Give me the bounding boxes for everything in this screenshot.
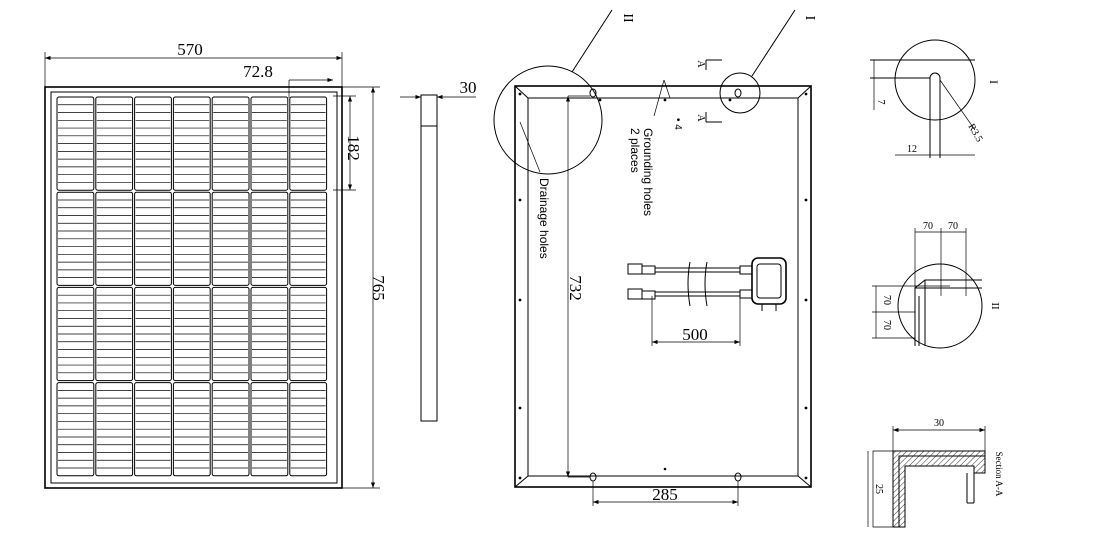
detail-II-circle (897, 263, 983, 349)
label-A-bottom: A (695, 114, 706, 122)
cell (289, 382, 328, 477)
dim-570: 570 (177, 40, 203, 59)
dim-285: 285 (652, 485, 678, 504)
dim-70-a: 70 (923, 221, 933, 232)
detail-II: 70 70 70 70 II (872, 221, 1001, 349)
frame-hole (663, 98, 667, 102)
dim-12: 12 (907, 144, 917, 155)
grounding-symbol: • 4 (672, 118, 683, 130)
rear-view: II I A A Grounding holes 2 places • 4 Dr… (493, 9, 817, 506)
frame-hole (804, 298, 808, 302)
cell (172, 382, 211, 477)
dim-7: 7 (875, 100, 886, 105)
dim-732: 732 (566, 275, 585, 301)
detail-I-callout (719, 72, 761, 114)
frame-hole (598, 98, 602, 102)
dim-70-c: 70 (881, 295, 892, 305)
cell (95, 382, 134, 477)
detail-II-callout (493, 65, 603, 175)
cell-grid (56, 96, 328, 477)
cell (250, 96, 289, 191)
cell (95, 191, 134, 286)
rear-frame-outer (514, 85, 812, 488)
front-view: 570 72.8 182 765 (44, 40, 388, 489)
dim-182: 182 (344, 135, 363, 161)
frame-hole (518, 198, 522, 202)
cell (56, 96, 95, 191)
dim-30-section: 30 (934, 418, 944, 429)
dim-25-section: 25 (873, 484, 884, 494)
cell (211, 382, 250, 477)
cell (250, 382, 289, 477)
frame-hole (518, 92, 522, 96)
dim-765: 765 (369, 275, 388, 301)
cell (250, 286, 289, 382)
cell (95, 286, 134, 382)
connector-top (627, 263, 656, 275)
section-label: Section A-A (994, 452, 1004, 497)
cell (211, 286, 250, 382)
label-II-top: II (620, 13, 635, 23)
cell (211, 96, 250, 191)
cell (172, 191, 211, 286)
cell (134, 382, 172, 477)
cell (134, 96, 172, 191)
drainage-holes-note: Drainage holes (537, 178, 551, 259)
cell (289, 191, 328, 286)
radius-R3-5: R3.5 (965, 122, 984, 144)
frame-hole (518, 406, 522, 410)
cell (95, 96, 134, 191)
dim-500: 500 (682, 325, 708, 344)
frame-hole (804, 406, 808, 410)
frame-hole (804, 476, 808, 480)
cell (211, 191, 250, 286)
grounding-places-note: 2 places (628, 128, 642, 173)
cell (289, 286, 328, 382)
frame-hole (518, 476, 522, 480)
dim-30-side: 30 (460, 78, 477, 97)
dim-72-8: 72.8 (243, 62, 273, 81)
cables (655, 261, 740, 307)
cell (56, 382, 95, 477)
section-A-A: 30 25 Section A-A (867, 418, 1004, 528)
label-I-top: I (802, 16, 817, 21)
cell (172, 96, 211, 191)
cell (289, 96, 328, 191)
cell (172, 286, 211, 382)
dim-70-d: 70 (881, 320, 892, 330)
detail-I-circle (894, 39, 976, 121)
cell (134, 286, 172, 382)
frame-hole (728, 98, 732, 102)
frame-hole (804, 92, 808, 96)
frame-hole (518, 298, 522, 302)
detail-I: R3.5 7 12 I (870, 39, 1001, 158)
front-frame-inner (50, 91, 338, 484)
cell (56, 191, 95, 286)
cell (134, 191, 172, 286)
front-frame-outer (44, 86, 343, 489)
dim-70-b: 70 (948, 221, 958, 232)
cell (250, 191, 289, 286)
rear-frame-inner (527, 97, 799, 477)
label-I-detail: I (987, 80, 1001, 84)
grounding-holes-note: Grounding holes (641, 128, 655, 216)
frame-mounting-holes (518, 92, 808, 480)
connector-bottom (627, 288, 656, 300)
cell (56, 286, 95, 382)
label-II-detail: II (989, 302, 1001, 310)
junction-box (739, 257, 787, 311)
side-profile (420, 94, 438, 422)
frame-hole (804, 198, 808, 202)
side-view: 30 (400, 78, 477, 422)
label-A-top: A (695, 60, 706, 68)
